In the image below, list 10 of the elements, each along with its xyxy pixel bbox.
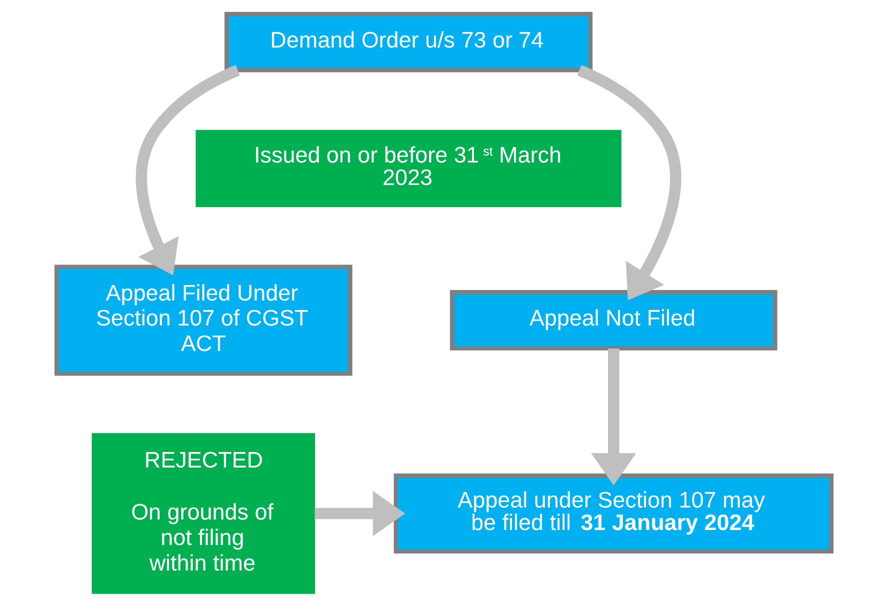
node-box: REJECTED On grounds of not filing within time bbox=[92, 433, 316, 594]
node-box: Issued on or before 31$^{st}$ March 2023 bbox=[196, 130, 622, 208]
arrow bbox=[314, 490, 406, 536]
arrow bbox=[577, 65, 682, 300]
node-box: Appeal Filed Under Section 107 of CGST ACT bbox=[54, 264, 352, 376]
node-box: Appeal Not Filed bbox=[450, 290, 778, 350]
node-box: Appeal under Section 107 may be filed till 31 January 2024 bbox=[394, 473, 834, 554]
arrow bbox=[591, 348, 636, 486]
node-box: Demand Order u/s 73 or 74 bbox=[224, 12, 593, 72]
arrow bbox=[136, 65, 240, 276]
